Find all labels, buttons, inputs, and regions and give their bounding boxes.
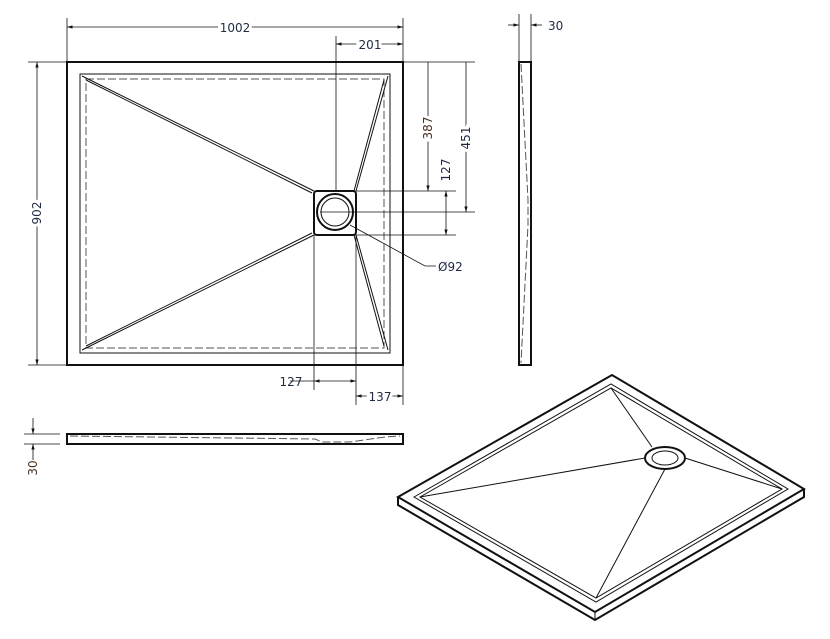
tray-outline: [66, 61, 404, 366]
side-view: 30: [508, 14, 563, 366]
dim-drain-diameter: Ø92: [438, 260, 463, 274]
plan-view: 1002 201 902 387 451 127 Ø92 127 137: [27, 18, 476, 407]
isometric-view: [395, 373, 806, 622]
tray-rim: [79, 73, 391, 354]
dim-drain-right-bottom: 137: [369, 390, 392, 404]
dim-thickness-front: 30: [26, 460, 40, 475]
drain-square: [313, 190, 357, 236]
dim-depth: 902: [30, 202, 44, 225]
rim-hidden-line: [85, 78, 385, 349]
dim-drain-square-height: 127: [439, 159, 453, 182]
dim-drain-square-width: 127: [280, 375, 303, 389]
dim-drain-top-edge: 387: [421, 117, 435, 140]
iso-drain: [644, 446, 686, 470]
dim-drain-center: 451: [459, 127, 473, 150]
dim-thickness-side: 30: [548, 19, 563, 33]
front-view: 30: [24, 418, 404, 476]
dim-width: 1002: [220, 21, 251, 35]
dim-drain-offset-right: 201: [359, 38, 382, 52]
slope-lines: [81, 75, 389, 351]
